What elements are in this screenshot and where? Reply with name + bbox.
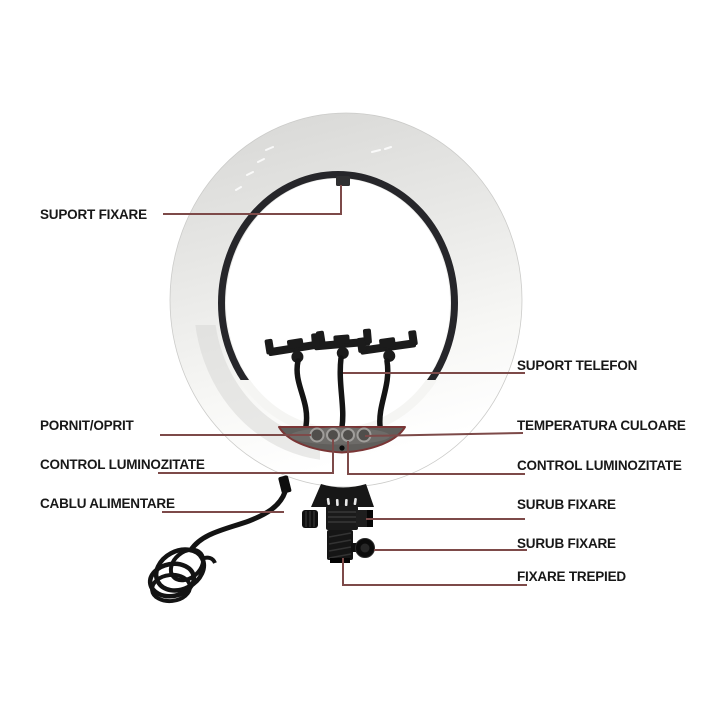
phone-holder-right	[356, 330, 418, 362]
label-control-luminozitate-left: CONTROL LUMINOZITATE	[40, 457, 205, 472]
label-cablu-alimentare: CABLU ALIMENTARE	[40, 496, 175, 511]
leader-temperatura-culoare	[364, 432, 524, 437]
brightness-up-button	[341, 428, 355, 442]
power-button	[309, 427, 325, 443]
label-temperatura-culoare: TEMPERATURA CULOARE	[517, 418, 686, 433]
cable-connector	[278, 475, 292, 494]
leader-fixare-trepied	[342, 558, 527, 586]
fixing-mount-notch	[336, 176, 350, 186]
phone-holder-middle	[311, 328, 372, 359]
leader-control-luminozitate-left	[158, 439, 334, 474]
label-pornit-oprit: PORNIT/OPRIT	[40, 418, 134, 433]
label-surub-fixare-1: SURUB FIXARE	[517, 497, 616, 512]
bracket-column	[327, 530, 353, 560]
bracket-slots	[326, 497, 357, 507]
cable-coil	[147, 547, 217, 604]
label-fixare-trepied: FIXARE TREPIED	[517, 569, 626, 584]
panel-indicator-dot	[339, 445, 345, 451]
control-panel	[278, 426, 406, 454]
label-control-luminozitate-right: CONTROL LUMINOZITATE	[517, 458, 682, 473]
label-suport-telefon: SUPORT TELEFON	[517, 358, 638, 373]
leader-control-luminozitate-right	[347, 441, 525, 475]
phone-holders	[264, 328, 418, 430]
ring-reflections	[235, 146, 392, 191]
mounting-bracket	[302, 484, 375, 563]
label-surub-fixare-2: SURUB FIXARE	[517, 536, 616, 551]
power-cable	[147, 475, 292, 604]
leader-lines	[158, 185, 527, 586]
leader-suport-fixare	[163, 185, 342, 215]
bracket-neck	[311, 484, 374, 507]
label-suport-fixare: SUPORT FIXARE	[40, 207, 147, 222]
phone-holder-stems	[294, 355, 391, 430]
